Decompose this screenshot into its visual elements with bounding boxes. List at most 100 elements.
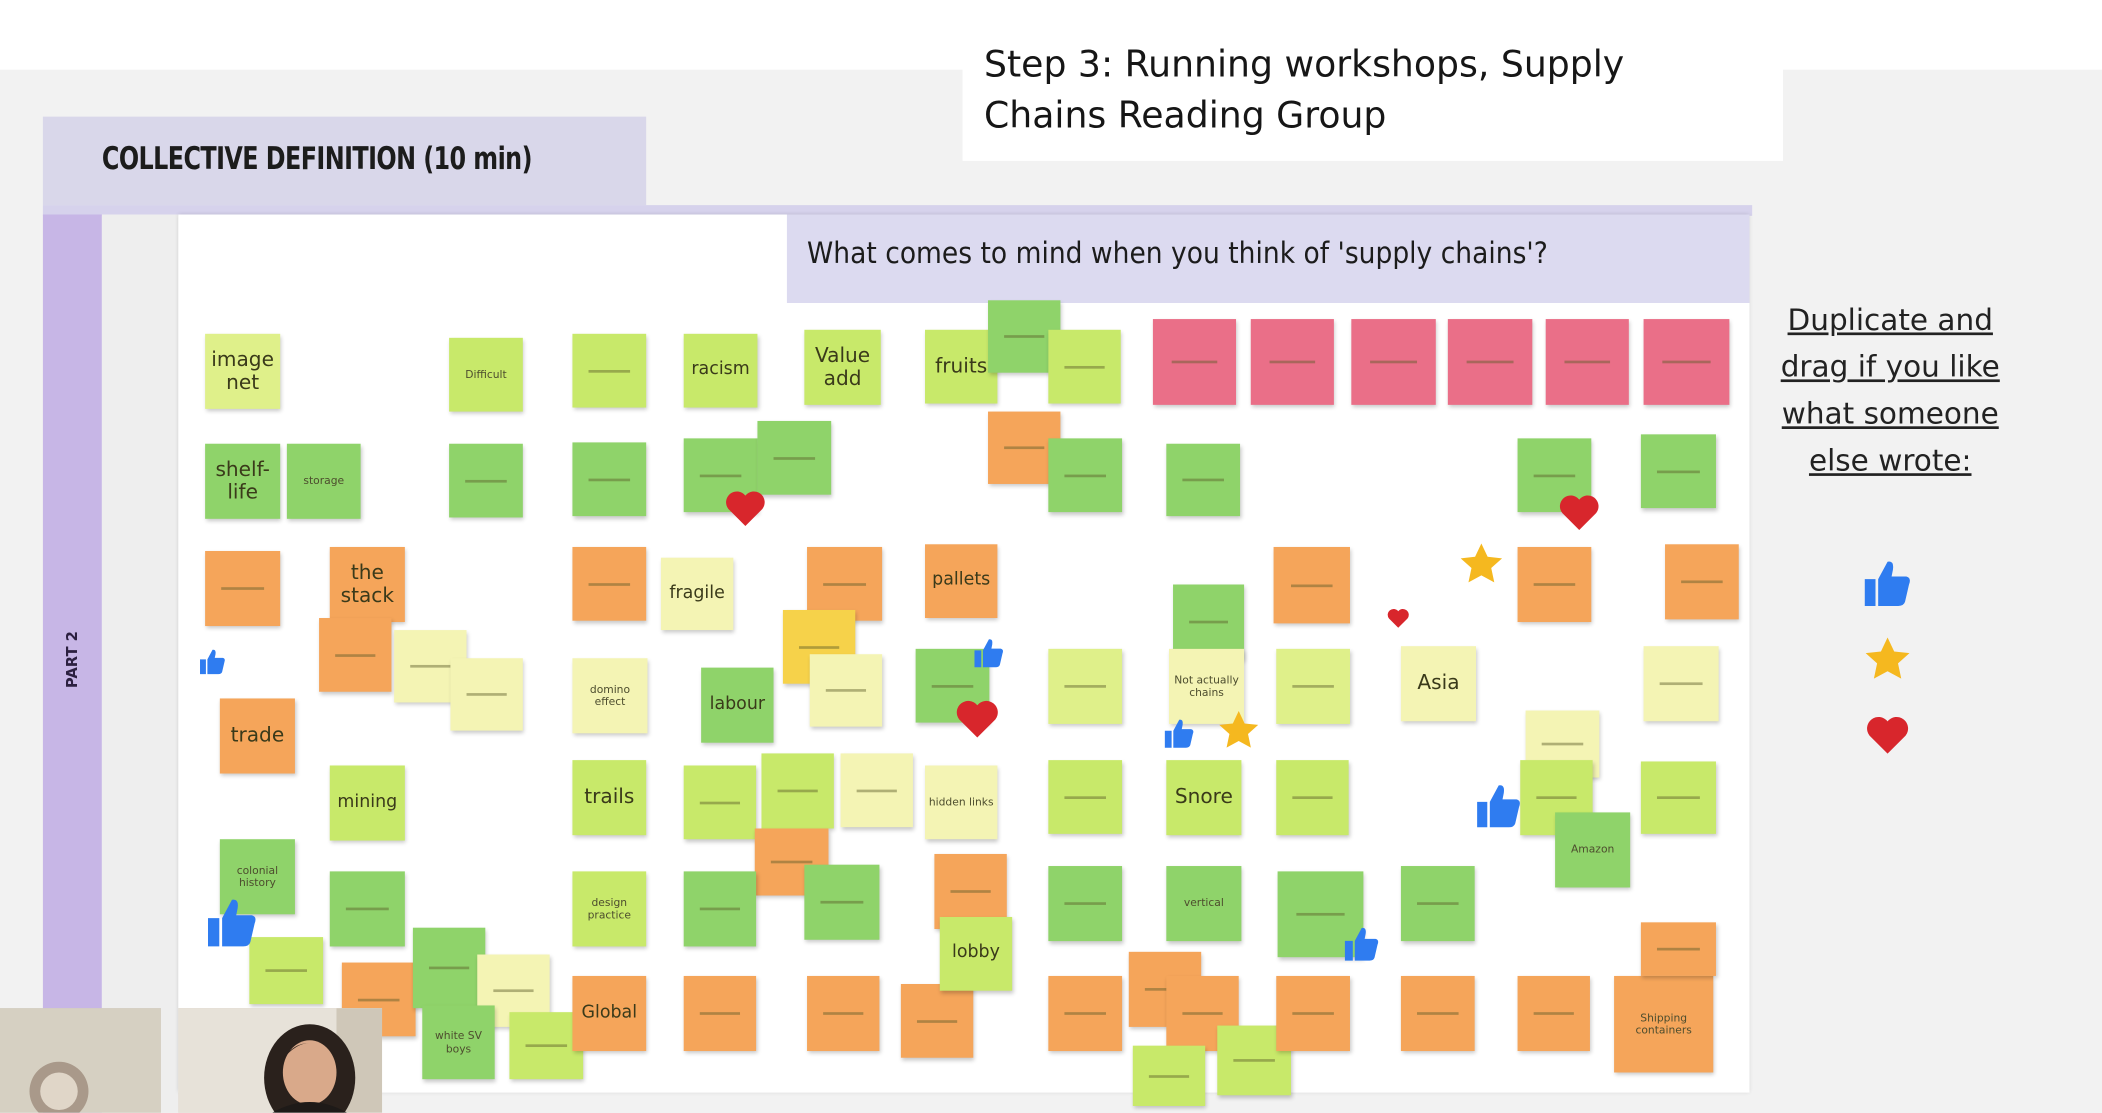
sticky-note[interactable]: vertical bbox=[1166, 866, 1242, 942]
heart-icon[interactable] bbox=[1386, 607, 1410, 628]
heart-icon[interactable] bbox=[724, 488, 767, 528]
thumbs-up-icon[interactable] bbox=[201, 896, 260, 950]
sticky-note[interactable] bbox=[934, 853, 1007, 930]
sticky-note[interactable]: Asia bbox=[1400, 646, 1477, 722]
sticky-note[interactable]: trade bbox=[219, 698, 295, 774]
sticky-note[interactable] bbox=[329, 871, 405, 947]
sticky-note[interactable]: hidden links bbox=[925, 765, 998, 840]
sticky-note[interactable]: Not actually chains bbox=[1169, 648, 1245, 724]
sticky-note[interactable] bbox=[1276, 975, 1350, 1052]
sticky-note[interactable]: Value add bbox=[804, 329, 881, 405]
sticky-note[interactable]: Amazon bbox=[1555, 812, 1631, 888]
sticky-note[interactable] bbox=[683, 975, 757, 1052]
sticky-note[interactable] bbox=[1640, 922, 1716, 976]
question-bar: What comes to mind when you think of 'su… bbox=[786, 214, 1750, 303]
star-icon[interactable] bbox=[1863, 635, 1911, 683]
thumbs-up-icon[interactable] bbox=[1341, 925, 1381, 963]
sticky-note[interactable] bbox=[1276, 648, 1350, 724]
section-title: COLLECTIVE DEFINITION (10 min) bbox=[101, 142, 533, 177]
sticky-note[interactable] bbox=[1665, 544, 1739, 620]
sticky-note[interactable] bbox=[572, 442, 647, 517]
sticky-note[interactable]: fragile bbox=[660, 557, 734, 631]
sticky-note[interactable] bbox=[412, 927, 486, 1009]
sticky-note[interactable] bbox=[1166, 443, 1241, 517]
sticky-note[interactable]: white SV boys bbox=[422, 1005, 495, 1080]
avatar bbox=[178, 1008, 383, 1113]
sticky-note[interactable]: image net bbox=[205, 333, 281, 409]
question-text: What comes to mind when you think of 'su… bbox=[807, 237, 1548, 271]
sticky-note[interactable] bbox=[757, 420, 832, 495]
sticky-note[interactable] bbox=[809, 654, 883, 727]
step-title-box bbox=[962, 37, 1783, 161]
sticky-note[interactable]: shelf-life bbox=[205, 443, 281, 519]
sticky-note[interactable] bbox=[509, 1012, 584, 1080]
thumbs-up-icon[interactable] bbox=[1161, 717, 1196, 749]
sticky-note[interactable] bbox=[1400, 975, 1475, 1052]
sticky-note[interactable] bbox=[1048, 760, 1123, 834]
sticky-note[interactable] bbox=[1152, 319, 1237, 405]
sticky-note[interactable] bbox=[1447, 319, 1533, 405]
sticky-note[interactable]: domino effect bbox=[572, 658, 648, 734]
sticky-note[interactable] bbox=[1132, 1045, 1206, 1106]
thumbs-up-icon[interactable] bbox=[1859, 558, 1913, 609]
sticky-note[interactable] bbox=[1048, 975, 1123, 1052]
sticky-note[interactable] bbox=[804, 864, 880, 940]
sticky-note[interactable] bbox=[572, 333, 647, 408]
sticky-note[interactable] bbox=[1048, 866, 1123, 942]
heart-icon[interactable] bbox=[955, 697, 1001, 740]
sticky-note[interactable] bbox=[1048, 329, 1121, 404]
sticky-note[interactable] bbox=[761, 753, 834, 829]
sticky-note[interactable]: trails bbox=[572, 760, 647, 836]
sticky-note[interactable] bbox=[1643, 319, 1730, 405]
sticky-note[interactable]: Global bbox=[572, 975, 647, 1052]
sticky-note[interactable] bbox=[1640, 761, 1716, 834]
sticky-note[interactable] bbox=[683, 765, 757, 840]
sticky-note[interactable] bbox=[1643, 646, 1719, 722]
star-icon[interactable] bbox=[1459, 542, 1505, 588]
participant-video[interactable] bbox=[178, 1008, 383, 1113]
sticky-note[interactable]: Snore bbox=[1166, 760, 1242, 836]
participant-video-thumbnail[interactable] bbox=[0, 1008, 161, 1113]
sticky-note[interactable] bbox=[1640, 434, 1716, 509]
sticky-note[interactable] bbox=[1273, 546, 1350, 624]
heart-icon[interactable] bbox=[1558, 492, 1601, 532]
thumbs-up-icon[interactable] bbox=[971, 637, 1006, 669]
sticky-note[interactable] bbox=[840, 753, 913, 828]
sticky-note[interactable]: labour bbox=[701, 667, 774, 743]
star-icon[interactable] bbox=[1217, 709, 1260, 752]
heart-icon[interactable] bbox=[1865, 713, 1911, 756]
sticky-note[interactable] bbox=[807, 975, 880, 1052]
sticky-note[interactable] bbox=[683, 871, 757, 947]
sticky-note[interactable] bbox=[205, 550, 281, 627]
sticky-note[interactable] bbox=[1351, 319, 1436, 405]
sticky-note[interactable] bbox=[1276, 760, 1349, 836]
sticky-note[interactable] bbox=[1517, 975, 1590, 1052]
sticky-note[interactable]: design practice bbox=[572, 871, 647, 947]
board-gutter bbox=[101, 214, 179, 1113]
sticky-note[interactable] bbox=[1048, 648, 1123, 724]
sticky-note[interactable]: the stack bbox=[329, 546, 405, 623]
sticky-note[interactable] bbox=[1517, 546, 1592, 623]
sticky-note[interactable]: storage bbox=[286, 443, 361, 519]
sticky-note[interactable]: mining bbox=[329, 765, 405, 841]
thumbs-up-icon[interactable] bbox=[1472, 782, 1523, 830]
sticky-note[interactable] bbox=[1048, 438, 1123, 513]
sticky-note[interactable] bbox=[249, 937, 324, 1005]
sticky-note[interactable] bbox=[319, 618, 392, 692]
sticky-note[interactable]: pallets bbox=[925, 544, 998, 619]
sticky-note[interactable]: lobby bbox=[939, 916, 1013, 991]
sticky-note[interactable]: Difficult bbox=[449, 337, 523, 412]
sticky-note[interactable] bbox=[450, 658, 523, 731]
sticky-note[interactable] bbox=[1400, 866, 1475, 942]
sticky-note[interactable] bbox=[807, 546, 883, 621]
sticky-note[interactable] bbox=[572, 546, 647, 621]
sticky-note[interactable]: fruits bbox=[925, 329, 998, 404]
sticky-note[interactable] bbox=[449, 443, 523, 518]
sticky-note[interactable]: racism bbox=[683, 333, 758, 408]
sticky-note[interactable] bbox=[1250, 319, 1334, 405]
thumbs-up-icon[interactable] bbox=[197, 648, 226, 676]
sticky-note[interactable]: Shipping containers bbox=[1614, 975, 1714, 1073]
sticky-note[interactable] bbox=[1545, 319, 1629, 405]
sticky-note[interactable] bbox=[900, 984, 974, 1058]
sticky-note[interactable] bbox=[1173, 584, 1245, 660]
